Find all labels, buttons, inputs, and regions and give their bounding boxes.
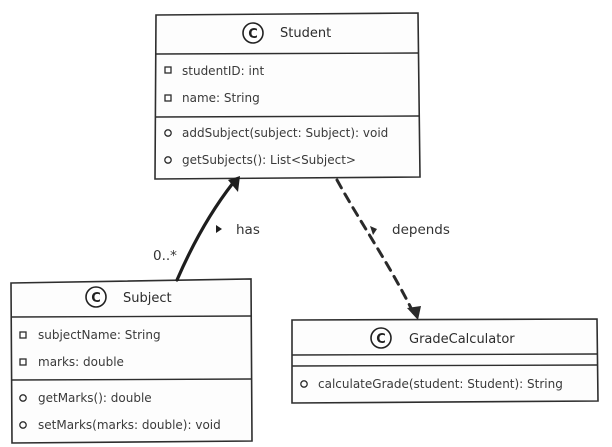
class-subject-header-separator xyxy=(10,315,252,318)
svg-text:C: C xyxy=(248,27,258,42)
class-student-title: Student xyxy=(280,26,331,41)
class-subject[interactable]: C Subject subjectName: String marks: dou… xyxy=(10,278,253,444)
class-gradecalculator-title: GradeCalculator xyxy=(409,332,515,347)
arrowhead-icon xyxy=(228,176,240,192)
class-gradecalculator-fields-separator xyxy=(291,364,598,367)
class-student-box xyxy=(154,12,421,180)
private-field-icon xyxy=(164,94,172,102)
relation-depends-line xyxy=(335,178,416,316)
relation-depends[interactable]: depends xyxy=(335,178,450,320)
relation-depends-label: depends xyxy=(392,222,450,238)
class-gradecalculator-method: calculateGrade(student: Student): String xyxy=(318,377,563,391)
private-field-icon xyxy=(19,358,27,366)
class-subject-method: getMarks(): double xyxy=(38,391,152,405)
class-icon: C xyxy=(370,327,392,349)
label-arrow-icon xyxy=(216,225,222,233)
label-arrow-icon xyxy=(370,226,377,235)
class-student-header-separator xyxy=(155,52,420,55)
class-icon: C xyxy=(242,22,264,44)
class-student[interactable]: C Student studentID: int name: String ad… xyxy=(154,12,421,180)
class-icon: C xyxy=(85,286,107,308)
class-subject-method: setMarks(marks: double): void xyxy=(38,418,221,432)
public-method-icon xyxy=(19,421,27,429)
private-field-icon xyxy=(164,66,172,74)
class-subject-title: Subject xyxy=(123,291,172,306)
class-gradecalculator-box xyxy=(291,318,599,404)
svg-text:C: C xyxy=(91,291,101,306)
arrowhead-icon xyxy=(407,306,421,320)
public-method-icon xyxy=(164,156,172,164)
class-student-method: addSubject(subject: Subject): void xyxy=(182,126,388,140)
class-student-field: studentID: int xyxy=(182,64,264,78)
relation-has-label: has xyxy=(236,222,260,238)
class-gradecalculator-header-separator xyxy=(291,353,598,356)
class-subject-field: marks: double xyxy=(38,355,124,369)
relation-has[interactable]: has 0..* xyxy=(153,176,260,282)
svg-text:C: C xyxy=(376,332,386,347)
class-student-field: name: String xyxy=(182,91,260,105)
class-gradecalculator[interactable]: C GradeCalculator calculateGrade(student… xyxy=(291,318,599,404)
relation-has-multiplicity: 0..* xyxy=(153,248,177,264)
class-student-fields-separator xyxy=(155,115,420,118)
relation-has-line xyxy=(175,181,235,282)
class-subject-field: subjectName: String xyxy=(38,328,161,342)
class-subject-box xyxy=(10,278,253,444)
private-field-icon xyxy=(19,331,27,339)
public-method-icon xyxy=(164,129,172,137)
class-subject-fields-separator xyxy=(10,378,252,381)
public-method-icon xyxy=(19,394,27,402)
public-method-icon xyxy=(300,380,308,388)
class-student-method: getSubjects(): List<Subject> xyxy=(182,153,356,167)
